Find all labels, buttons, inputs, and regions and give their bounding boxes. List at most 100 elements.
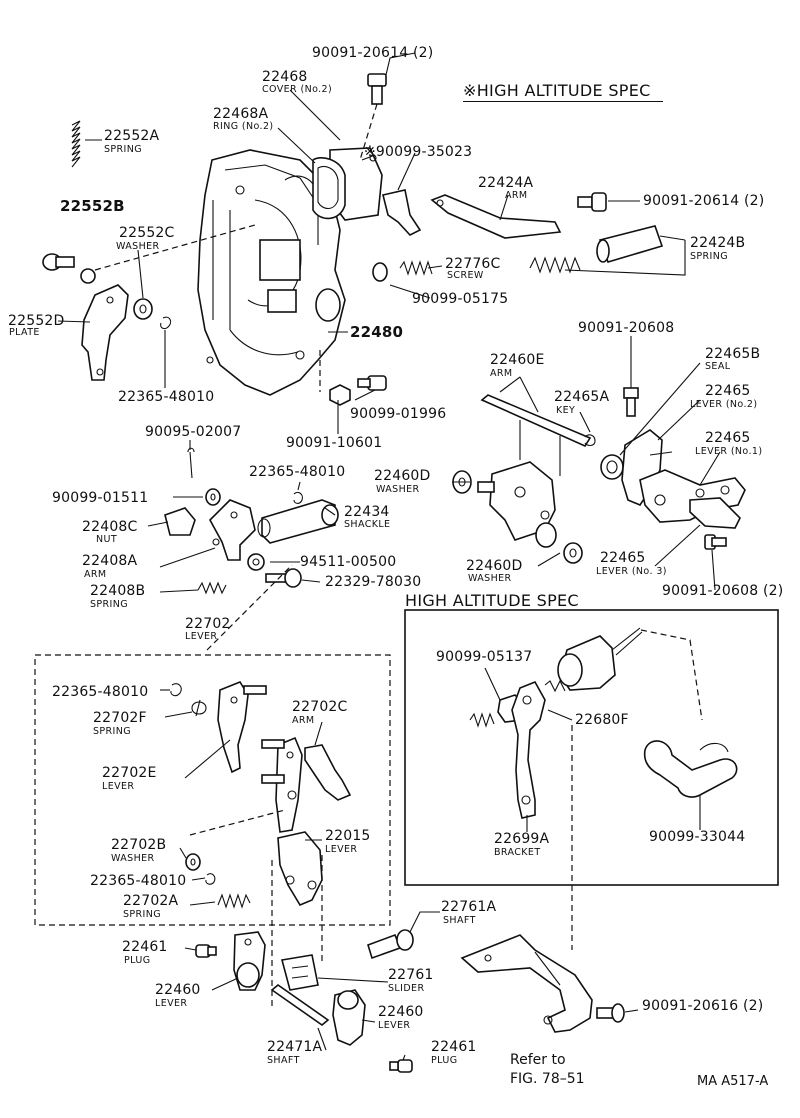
- arm-22702c: [261, 736, 352, 833]
- part-number-22460d-a: 22460D: [374, 468, 431, 484]
- part-name-22461-a: PLUG: [124, 955, 151, 966]
- part-number-90091-10601: 90091-10601: [286, 435, 383, 451]
- part-number-22329-78030: 22329-78030: [325, 574, 422, 590]
- part-number-22408b: 22408B: [90, 583, 146, 599]
- part-number-94511-00500: 94511-00500: [300, 554, 397, 570]
- arm-22424a: [430, 194, 562, 239]
- bolt-90091-20608-bottom: [704, 534, 727, 550]
- part-number-22460-a: 22460: [155, 982, 201, 998]
- clip-22365-48010-d: [205, 873, 216, 885]
- part-name-22460-b: LEVER: [378, 1020, 411, 1031]
- part-number-22761: 22761: [388, 967, 434, 983]
- part-name-22465b: SEAL: [705, 361, 731, 372]
- part-number-22465-no3: 22465: [600, 550, 646, 566]
- part-name-22408c: NUT: [96, 534, 118, 545]
- washer-22552c: [133, 298, 153, 320]
- bolt-90091-20614-top: [359, 73, 387, 161]
- hose-90099-33044: [643, 740, 738, 798]
- part-number-22465a: 22465A: [554, 389, 610, 405]
- title-underline: [463, 101, 663, 102]
- shaft-22460e: [477, 394, 592, 548]
- part-number-22552d: 22552D: [8, 313, 65, 329]
- part-name-22460e: ARM: [490, 368, 513, 379]
- figure-code: MA A517-A: [697, 1074, 769, 1089]
- part-number-90091-20614-top: 90091-20614 (2): [312, 45, 434, 61]
- part-name-22702a: SPRING: [123, 909, 162, 920]
- part-number-22702e: 22702E: [102, 765, 157, 781]
- bracket-22699a: [511, 680, 546, 819]
- part-number-22424b: 22424B: [690, 235, 746, 251]
- part-number-90091-20616: 90091-20616 (2): [642, 998, 764, 1014]
- part-name-22552d: PLATE: [9, 327, 40, 338]
- shackle-22434: [257, 499, 339, 544]
- high-altitude-bracket: [382, 189, 422, 236]
- part-name-22465a: KEY: [556, 405, 576, 416]
- part-name-22434: SHACKLE: [344, 519, 391, 530]
- lever-22465-group: [621, 429, 746, 529]
- part-name-22702b: WASHER: [111, 853, 155, 864]
- part-number-22702b: 22702B: [111, 837, 167, 853]
- spring-22424b: [529, 225, 664, 274]
- lever-22702-assembly-box: [34, 654, 391, 926]
- spring-22702f: [191, 699, 207, 717]
- part-name-22408a: ARM: [84, 569, 107, 580]
- part-number-90091-20608-top: 90091-20608: [578, 320, 675, 336]
- part-number-90091-20608-bottom: 90091-20608 (2): [662, 583, 784, 599]
- lever-22702e: [217, 681, 267, 774]
- actuator-22680f: [544, 627, 643, 693]
- part-number-22702f: 22702F: [93, 710, 147, 726]
- bolt-90099-01996: [319, 350, 387, 406]
- part-name-22460d-a: WASHER: [376, 484, 420, 495]
- lever-22460-b: [332, 989, 366, 1046]
- part-name-22468a: RING (No.2): [213, 121, 274, 132]
- part-number-22552a: 22552A: [104, 128, 160, 144]
- spring-22702a: [217, 893, 251, 909]
- part-name-22552a: SPRING: [104, 144, 143, 155]
- part-name-22699a: BRACKET: [494, 847, 541, 858]
- part-number-90099-33044: 90099-33044: [649, 829, 746, 845]
- part-name-22761: SLIDER: [388, 983, 425, 994]
- part-number-22424a: 22424A: [478, 175, 534, 191]
- part-name-22015: LEVER: [325, 844, 358, 855]
- bolt-90091-20614-right: [577, 192, 607, 212]
- part-number-22699a: 22699A: [494, 831, 550, 847]
- spring-22552a: [71, 120, 81, 168]
- screw-22776c: [372, 260, 433, 282]
- nut-22408c: [164, 507, 196, 536]
- part-name-22702c: ARM: [292, 715, 315, 726]
- carburetor-housing: [197, 149, 346, 396]
- part-number-22434: 22434: [344, 504, 390, 520]
- high-altitude-box-title: HIGH ALTITUDE SPEC: [405, 591, 579, 610]
- washer-22702b: [185, 853, 201, 871]
- part-number-22702: 22702: [185, 616, 231, 632]
- part-name-22702f: SPRING: [93, 726, 132, 737]
- bracket-fig-78-51: [460, 934, 593, 1033]
- part-name-22465-no1: LEVER (No.1): [695, 446, 763, 457]
- lever-22015: [277, 831, 323, 907]
- part-number-22471a: 22471A: [267, 1039, 323, 1055]
- part-number-22461-b: 22461: [431, 1039, 477, 1055]
- part-number-22365-48010-a: 22365-48010: [118, 389, 215, 405]
- part-number-90099-05175: 90099-05175: [412, 291, 509, 307]
- bolt-22329-78030: [265, 568, 302, 588]
- figure-reference: FIG. 78–51: [510, 1071, 585, 1087]
- washer-94511-00500: [247, 553, 265, 571]
- cotter-pin-90095-02007: [187, 447, 195, 479]
- leader-lines: [57, 52, 721, 1061]
- plug-22461-b: [389, 1059, 413, 1073]
- spec-title-text: HIGH ALTITUDE SPEC: [476, 81, 651, 100]
- part-number-90099-01996: 90099-01996: [350, 406, 447, 422]
- part-name-22702: LEVER: [185, 631, 218, 642]
- part-name-22460d-b: WASHER: [468, 573, 512, 584]
- part-number-22465-no1: 22465: [705, 430, 751, 446]
- part-number-22465-no2: 22465: [705, 383, 751, 399]
- part-name-22408b: SPRING: [90, 599, 129, 610]
- part-number-22480: 22480: [350, 323, 404, 341]
- clip-22365-48010-b: [293, 491, 303, 504]
- part-number-90099-01511: 90099-01511: [52, 490, 149, 506]
- part-name-22465-no2: LEVER (No.2): [690, 399, 758, 410]
- part-number-22460-b: 22460: [378, 1004, 424, 1020]
- part-number-22365-48010-c: 22365-48010: [52, 684, 149, 700]
- part-number-22680f: 22680F: [575, 712, 629, 728]
- part-name-22424b: SPRING: [690, 251, 729, 262]
